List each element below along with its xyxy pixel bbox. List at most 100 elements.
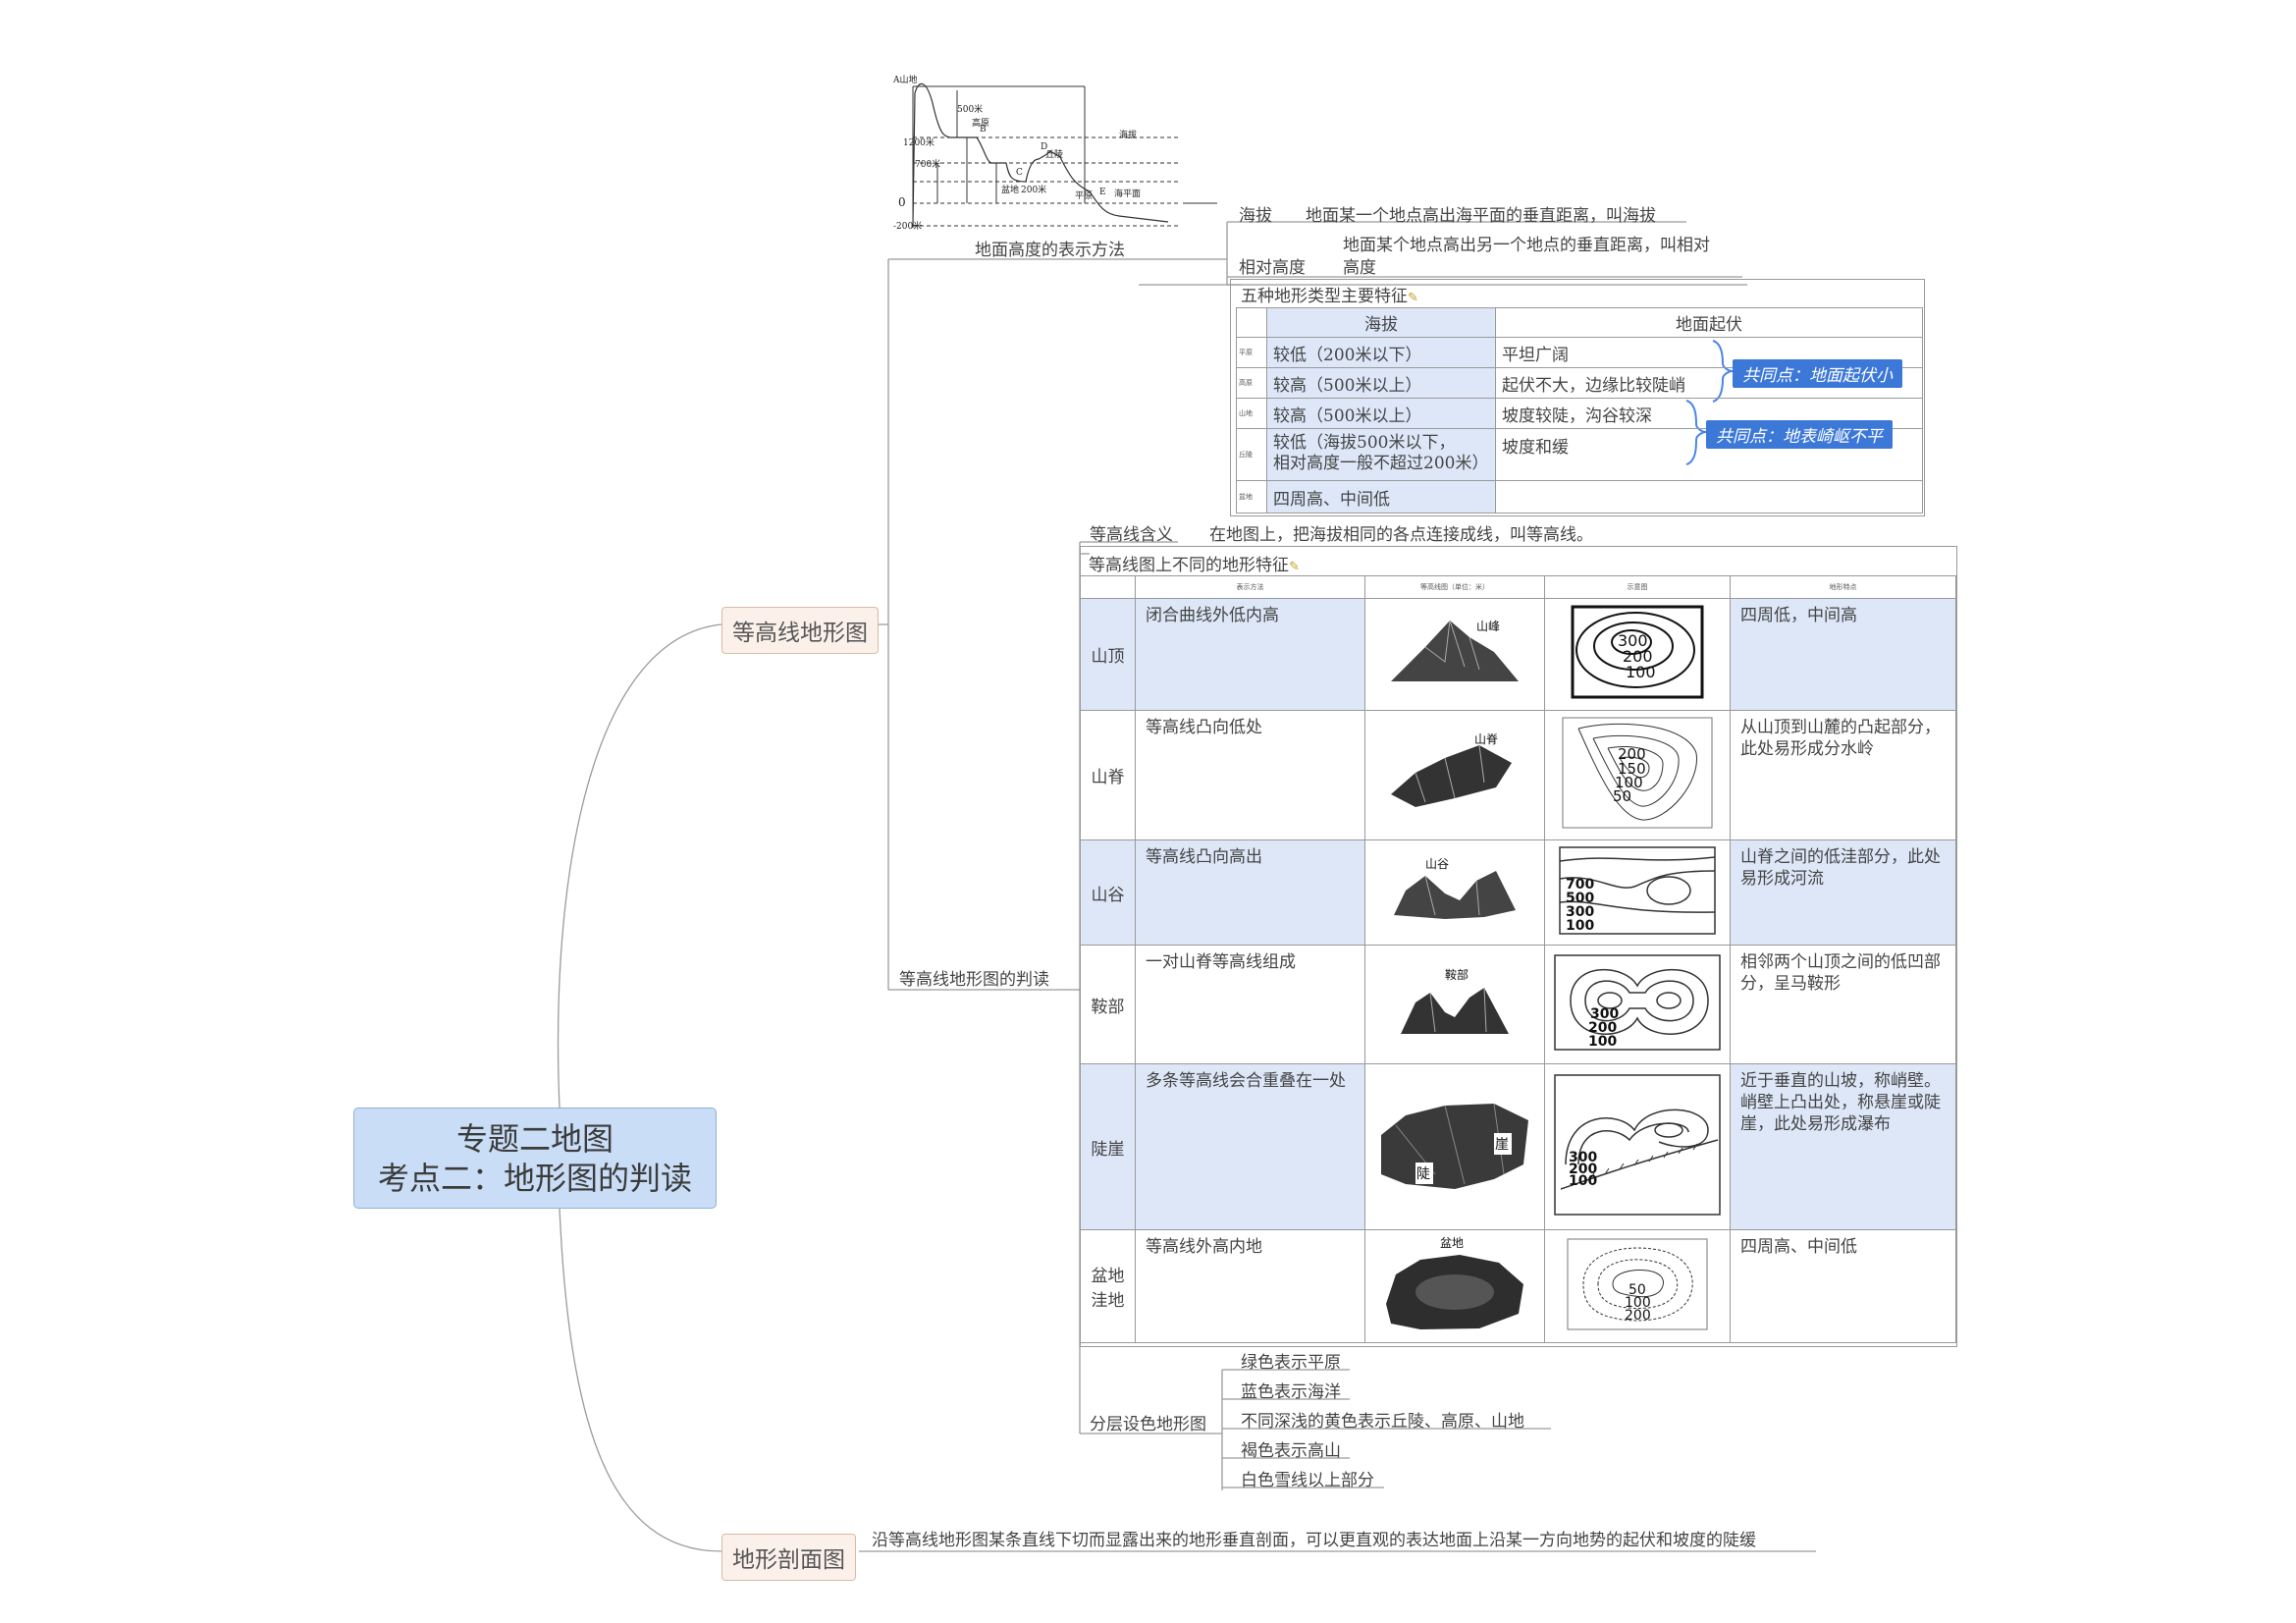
row-name: 盆地 洼地 xyxy=(1080,1229,1136,1343)
row-method: 等高线凸向低处 xyxy=(1146,718,1262,737)
pencil-icon: ✎ xyxy=(1408,291,1418,305)
branch-contour-map[interactable]: 等高线地形图 xyxy=(721,607,879,654)
basin-contour-map: 50 100 200 xyxy=(1544,1229,1731,1343)
layered-item: 绿色表示平原 xyxy=(1241,1353,1341,1373)
svg-text:300: 300 xyxy=(1569,1150,1597,1165)
pic-label: 崖 xyxy=(1495,1137,1509,1153)
row-name: 山谷 xyxy=(1080,839,1136,946)
profile-text: 沿等高线地形图某条直线下切而显露出来的地形垂直剖面，可以更直观的表达地面上沿某一… xyxy=(872,1531,1756,1550)
basin-illustration: 盆地 xyxy=(1364,1229,1545,1343)
header-feature: 地形特点 xyxy=(1730,575,1956,599)
contour-meaning-label: 等高线含义 xyxy=(1090,525,1173,545)
svg-text:50: 50 xyxy=(1629,1282,1646,1298)
svg-text:200: 200 xyxy=(1625,1308,1651,1324)
row-feature: 山脊之间的低洼部分，此处易形成河流 xyxy=(1740,847,1941,889)
layered-item: 不同深浅的黄色表示丘陵、高原、山地 xyxy=(1241,1412,1524,1432)
header-sketch: 示意图 xyxy=(1544,575,1731,599)
table-row: 陡崖 多条等高线会合重叠在一处 崖 陡 300 200 10 xyxy=(1080,1063,1956,1230)
relative-label: 相对高度 xyxy=(1239,258,1306,278)
cliff-contour-map: 300 200 100 xyxy=(1544,1063,1731,1230)
layered-item: 白色雪线以上部分 xyxy=(1241,1471,1374,1490)
root-title-line2: 考点二：地形图的判读 xyxy=(377,1160,692,1197)
table-row: 盆地 洼地 等高线外高内地 盆地 50 100 200 四周高、中间低 xyxy=(1080,1229,1956,1343)
altitude-label: 海拔 xyxy=(1239,206,1272,226)
contour-features-title: 等高线图上不同的地形特征✎ xyxy=(1089,556,1300,575)
row-altitude: 较低（200米以下） xyxy=(1266,337,1496,368)
col-relief: 地面起伏 xyxy=(1495,307,1923,338)
row-method: 闭合曲线外低内高 xyxy=(1146,606,1279,625)
pic-label: 鞍部 xyxy=(1445,967,1468,982)
branch-profile[interactable]: 地形剖面图 xyxy=(721,1534,856,1581)
label-d: D xyxy=(1041,142,1047,152)
table-row: 山谷 等高线凸向高出 山谷 700 500 300 100 山脊之间的低洼部分，… xyxy=(1080,839,1956,946)
row-altitude: 四周高、中间低 xyxy=(1266,480,1496,514)
svg-text:300: 300 xyxy=(1566,904,1594,920)
svg-text:100: 100 xyxy=(1588,1034,1617,1050)
contour-reading-label: 等高线地形图的判读 xyxy=(899,970,1049,990)
pencil-icon: ✎ xyxy=(1289,560,1300,574)
valley-contour-map: 700 500 300 100 xyxy=(1544,839,1731,946)
row-name: 山顶 xyxy=(1080,598,1136,711)
svg-text:300: 300 xyxy=(1618,631,1648,650)
layered-item: 褐色表示高山 xyxy=(1241,1441,1341,1461)
row-feature: 四周高、中间低 xyxy=(1740,1237,1857,1257)
header-contour: 等高线图（单位：米） xyxy=(1364,575,1545,599)
five-landforms-table: 海拔 地面起伏 平原 较低（200米以下） 平坦广阔 高原 较高（500米以上）… xyxy=(1236,307,1923,514)
row-name: 盆地 xyxy=(1236,480,1267,514)
row-name: 丘陵 xyxy=(1236,428,1267,481)
label-m200: -200米 xyxy=(893,220,922,232)
saddle-illustration: 鞍部 xyxy=(1364,945,1545,1064)
peak-contour-map: 300 200 100 xyxy=(1544,598,1731,711)
svg-text:200: 200 xyxy=(1588,1020,1617,1036)
row-name: 鞍部 xyxy=(1080,945,1136,1064)
pic-label: 山脊 xyxy=(1474,733,1498,746)
row-name: 山脊 xyxy=(1080,710,1136,840)
row-feature: 四周低，中间高 xyxy=(1740,606,1857,625)
contour-features-table: 表示方法 等高线图（单位：米） 示意图 地形特点 山顶 闭合曲线外低内高 山峰 … xyxy=(1080,575,1956,1343)
note-small-relief[interactable]: 共同点：地面起伏小 xyxy=(1733,359,1902,388)
peak-illustration: 山峰 xyxy=(1364,598,1545,711)
row-method: 等高线凸向高出 xyxy=(1146,847,1262,867)
label-700: 700米 xyxy=(915,158,940,170)
table-row: 山顶 闭合曲线外低内高 山峰 300 200 100 四周低，中间高 xyxy=(1080,598,1956,711)
svg-text:100: 100 xyxy=(1566,918,1594,934)
ridge-contour-map: 200 150 100 50 xyxy=(1544,710,1731,840)
label-plateau: 高原 xyxy=(972,117,989,129)
saddle-contour-map: 300 200 100 xyxy=(1544,945,1731,1064)
row-relief xyxy=(1495,480,1923,514)
five-landforms-title: 五种地形类型主要特征✎ xyxy=(1241,287,1418,306)
five-landforms-panel: 五种地形类型主要特征✎ 海拔 地面起伏 平原 较低（200米以下） 平坦广阔 高… xyxy=(1230,279,1925,516)
row-name: 山地 xyxy=(1236,398,1267,429)
table-row: 山脊 等高线凸向低处 山脊 200 150 100 50 从山顶到山麓的凸起部分… xyxy=(1080,710,1956,840)
table-row: 鞍部 一对山脊等高线组成 鞍部 300 200 100 相邻两个山顶之间的低凹部… xyxy=(1080,945,1956,1064)
height-method-label: 地面高度的表示方法 xyxy=(975,241,1125,260)
row-method: 等高线外高内地 xyxy=(1146,1237,1262,1257)
row-altitude: 较低（海拔500米以下， 相对高度一般不超过200米） xyxy=(1266,428,1496,481)
row-feature: 相邻两个山顶之间的低凹部分，呈马鞍形 xyxy=(1740,952,1941,994)
svg-text:300: 300 xyxy=(1590,1006,1619,1022)
row-feature: 从山顶到山麓的凸起部分，此处易形成分水岭 xyxy=(1740,718,1941,759)
svg-text:200: 200 xyxy=(1623,647,1653,666)
label-c: C xyxy=(1016,168,1023,178)
row-method: 多条等高线会合重叠在一处 xyxy=(1146,1071,1346,1091)
row-name: 高原 xyxy=(1236,367,1267,399)
row-name: 平原 xyxy=(1236,337,1267,368)
note-rugged[interactable]: 共同点：地表崎岖不平 xyxy=(1706,420,1893,449)
col-altitude: 海拔 xyxy=(1266,307,1496,338)
relative-text-2: 高度 xyxy=(1343,258,1376,278)
row-altitude: 较高（500米以上） xyxy=(1266,367,1496,399)
label-altitude: 海拔 xyxy=(1119,129,1137,140)
svg-text:150: 150 xyxy=(1618,760,1646,778)
root-topic[interactable]: 专题二地图 考点二：地形图的判读 xyxy=(353,1108,717,1209)
label-b: B xyxy=(980,125,987,135)
label-basin: 盆地 xyxy=(1001,184,1019,195)
svg-text:200: 200 xyxy=(1569,1162,1597,1177)
layered-item: 蓝色表示海洋 xyxy=(1241,1382,1341,1402)
root-title-line1: 专题二地图 xyxy=(455,1120,614,1158)
label-hill: 丘陵 xyxy=(1045,149,1063,160)
svg-text:100: 100 xyxy=(1615,774,1643,791)
altitude-section-diagram: A山地 B C D E 500米 1200米 高原 700米 丘陵 盆地 200… xyxy=(893,74,1217,232)
pic-label: 陡 xyxy=(1416,1166,1430,1182)
label-e: E xyxy=(1099,188,1106,197)
ridge-illustration: 山脊 xyxy=(1364,710,1545,840)
